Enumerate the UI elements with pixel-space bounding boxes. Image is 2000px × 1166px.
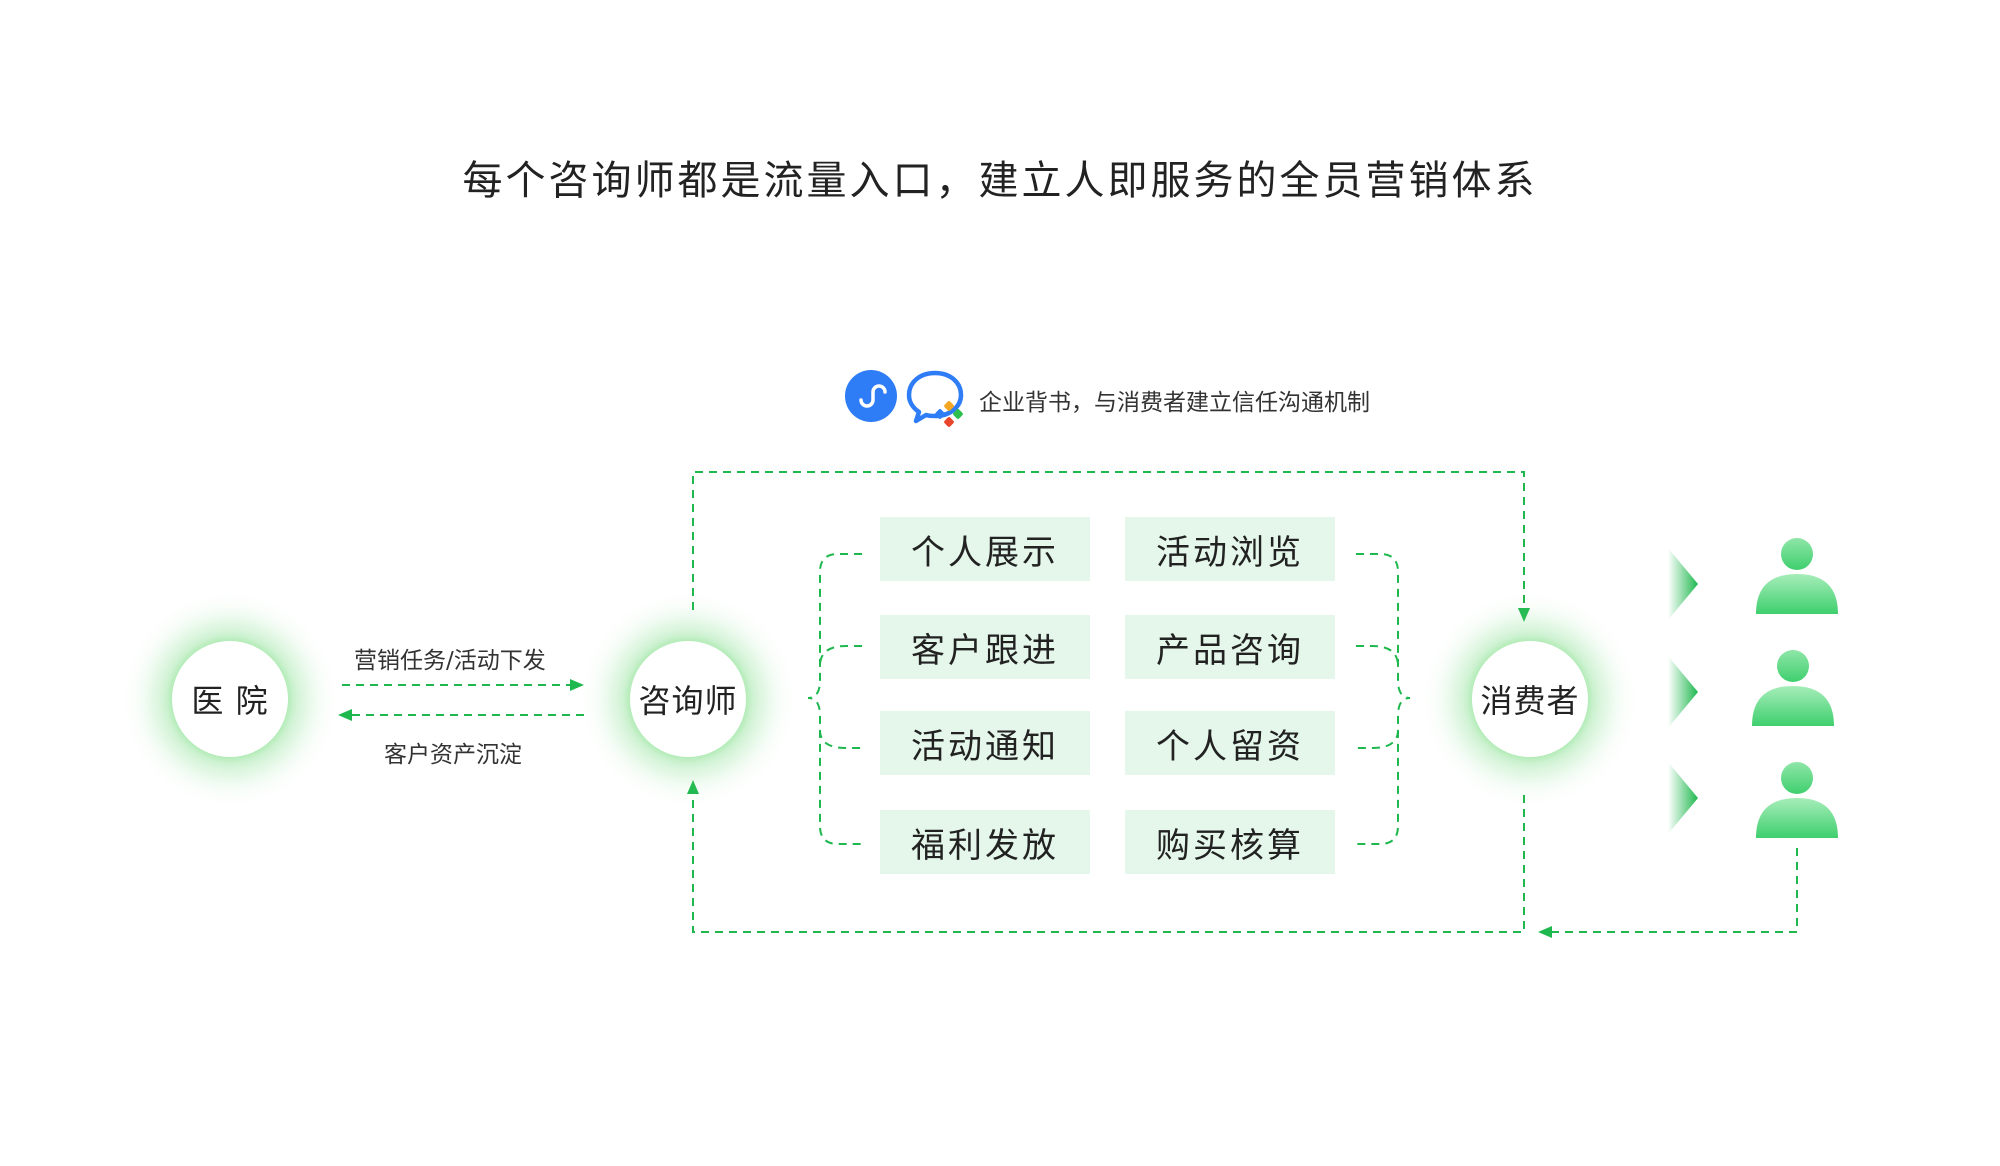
feature-box: 客户跟进 bbox=[880, 615, 1090, 679]
consumer-label: 消费者 bbox=[1480, 682, 1580, 720]
wecom-chat-icon bbox=[905, 368, 967, 428]
hospital-label: 医 院 bbox=[191, 682, 269, 720]
consultant-node: 咨询师 bbox=[630, 641, 746, 757]
feature-box: 个人留资 bbox=[1125, 711, 1335, 775]
trust-note: 企业背书，与消费者建立信任沟通机制 bbox=[979, 390, 1370, 416]
consumer-node: 消费者 bbox=[1472, 641, 1588, 757]
backward-arrow-label: 客户资产沉淀 bbox=[384, 742, 522, 768]
page-title: 每个咨询师都是流量入口，建立人即服务的全员营销体系 bbox=[462, 158, 1538, 204]
person-icon bbox=[1754, 760, 1840, 840]
mini-program-icon bbox=[845, 370, 897, 422]
person-icon bbox=[1754, 536, 1840, 616]
forward-arrow-label: 营销任务/活动下发 bbox=[354, 648, 546, 674]
feature-box: 活动通知 bbox=[880, 711, 1090, 775]
feature-box: 活动浏览 bbox=[1125, 517, 1335, 581]
feature-box: 购买核算 bbox=[1125, 810, 1335, 874]
consultant-label: 咨询师 bbox=[638, 682, 738, 720]
feature-box: 产品咨询 bbox=[1125, 615, 1335, 679]
feature-box: 福利发放 bbox=[880, 810, 1090, 874]
person-icon bbox=[1750, 648, 1836, 728]
hospital-node: 医 院 bbox=[172, 641, 288, 757]
feature-box: 个人展示 bbox=[880, 517, 1090, 581]
